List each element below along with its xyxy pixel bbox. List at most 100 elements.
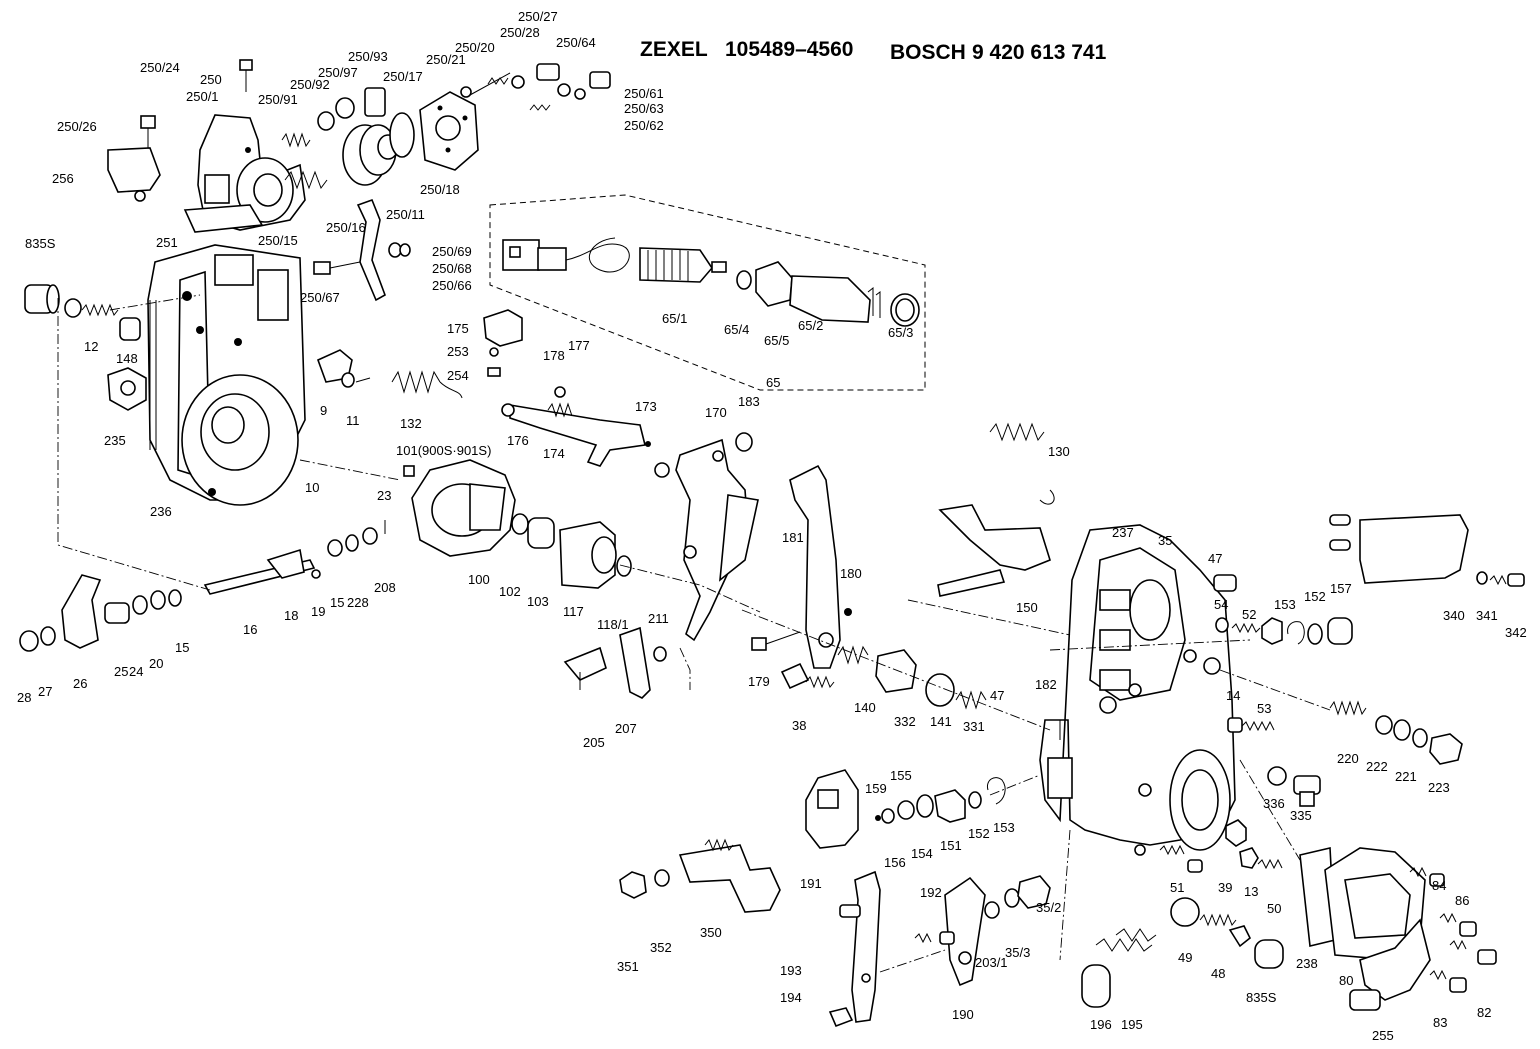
part-label: 190	[952, 1007, 974, 1022]
bracket-350	[619, 838, 781, 913]
part-label: 250/1	[186, 89, 219, 104]
part-label: 103	[527, 594, 549, 609]
assembly-centerlines	[57, 294, 1331, 973]
part-label: 250/93	[348, 49, 388, 64]
lever-250-66	[313, 198, 411, 302]
part-label: 84	[1432, 878, 1446, 893]
part-label: 152	[968, 826, 990, 841]
part-label: 251	[156, 235, 178, 250]
lever-assembly-174	[501, 386, 651, 467]
part-label: 255	[1372, 1028, 1394, 1043]
part-label: 250/67	[300, 290, 340, 305]
part-label: 177	[568, 338, 590, 353]
part-label: 153	[1274, 597, 1296, 612]
part-label: 47	[1208, 551, 1222, 566]
parts-49-48-835s	[1170, 897, 1284, 969]
part-label: 80	[1339, 973, 1353, 988]
part-label: 49	[1178, 950, 1192, 965]
header-zexel-number: 105489–4560	[725, 38, 853, 61]
part-label: 195	[1121, 1017, 1143, 1032]
part-label: 250/11	[386, 207, 425, 222]
part-label: 183	[738, 394, 760, 409]
header-brand-bosch: BOSCH	[890, 41, 966, 64]
part-label: 223	[1428, 780, 1450, 795]
part-label: 250/69	[432, 244, 472, 259]
header-bosch-number: 9 420 613 741	[972, 41, 1107, 64]
header-brand-zexel: ZEXEL	[640, 38, 708, 61]
part-label: 193	[780, 963, 802, 978]
part-label: 254	[447, 368, 469, 383]
governor-cover-assembly	[107, 59, 611, 233]
governor-housing	[147, 244, 306, 506]
part-label: 10	[305, 480, 319, 495]
part-label: 23	[377, 488, 391, 503]
part-label: 238	[1296, 956, 1318, 971]
flyweight-assembly-100	[384, 459, 632, 589]
part-label: 340	[1443, 608, 1465, 623]
part-label: 50	[1267, 901, 1281, 916]
part-label: 175	[447, 321, 469, 336]
part-label: 20	[149, 656, 163, 671]
part-label: 26	[73, 676, 87, 691]
part-label: 12	[84, 339, 98, 354]
part-label: 250/92	[290, 77, 330, 92]
part-label: 18	[284, 608, 298, 623]
lever-193	[828, 870, 881, 1028]
part-label: 39	[1218, 880, 1232, 895]
part-label: 65/5	[764, 333, 789, 348]
part-label: 194	[780, 990, 802, 1005]
right-top-parts	[1213, 574, 1353, 645]
part-label: 25	[114, 664, 128, 679]
part-label: 341	[1476, 608, 1498, 623]
part-label: 159	[865, 781, 887, 796]
part-label: 196	[1090, 1017, 1112, 1032]
part-label: 102	[499, 584, 521, 599]
adjusting-screw-parts	[751, 631, 987, 710]
part-label: 250/17	[383, 69, 423, 84]
part-label: 101(900S·901S)	[396, 443, 491, 458]
part-label: 52	[1242, 607, 1256, 622]
part-label: 207	[615, 721, 637, 736]
part-label: 173	[635, 399, 657, 414]
part-label: 15	[175, 640, 189, 655]
part-label: 220	[1337, 751, 1359, 766]
part-label: 192	[920, 885, 942, 900]
part-label: 141	[930, 714, 952, 729]
part-label: 342	[1505, 625, 1527, 640]
part-label: 157	[1330, 581, 1352, 596]
part-label: 47	[990, 688, 1004, 703]
part-label: 250/68	[432, 261, 472, 276]
part-label: 835S	[25, 236, 56, 251]
part-label: 250/16	[326, 220, 366, 235]
part-label: 228	[347, 595, 369, 610]
part-label: 65/4	[724, 322, 749, 337]
part-label: 208	[374, 580, 396, 595]
left-parts-835s-12-148-235	[24, 284, 147, 411]
part-label: 350	[700, 925, 722, 940]
part-label: 178	[543, 348, 565, 363]
part-label: 51	[1170, 880, 1184, 895]
part-label: 65/2	[798, 318, 823, 333]
part-label: 130	[1048, 444, 1070, 459]
stop-solenoid-assembly-65	[489, 194, 926, 391]
part-label: 28	[17, 690, 31, 705]
part-label: 250/62	[624, 118, 664, 133]
part-label: 180	[840, 566, 862, 581]
bolts-right-middle	[1159, 717, 1283, 873]
part-label: 250/61	[624, 86, 664, 101]
part-label: 38	[792, 718, 806, 733]
part-label: 118/1	[597, 617, 629, 632]
part-label: 236	[150, 504, 172, 519]
spring-196-195	[1081, 928, 1157, 1008]
part-label: 9	[320, 403, 327, 418]
part-label: 150	[1016, 600, 1038, 615]
part-label: 352	[650, 940, 672, 955]
part-label: 82	[1477, 1005, 1491, 1020]
part-label: 16	[243, 622, 257, 637]
part-label: 65/3	[888, 325, 913, 340]
part-label: 332	[894, 714, 916, 729]
part-label: 237	[1112, 525, 1134, 540]
part-label: 176	[507, 433, 529, 448]
pump-housing-237	[1039, 524, 1236, 856]
